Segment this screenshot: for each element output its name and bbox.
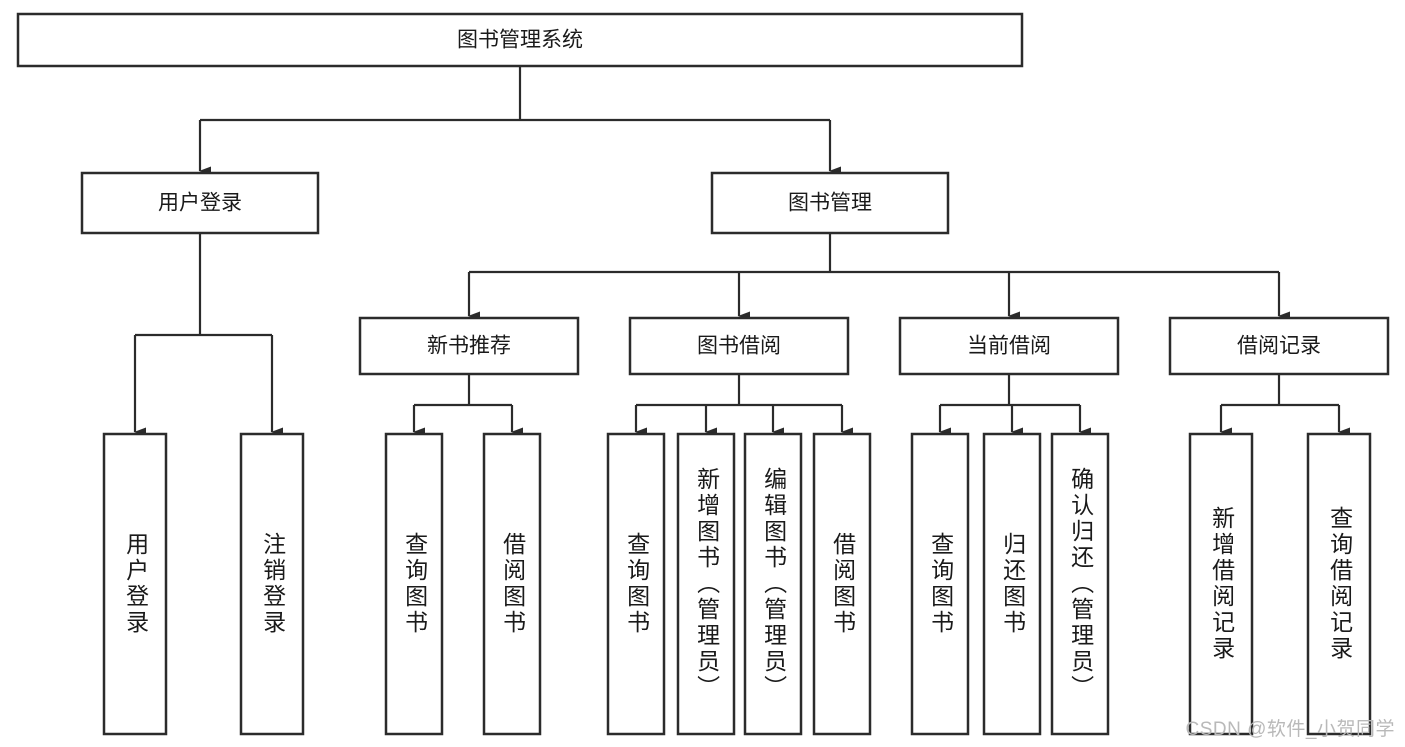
level2-label-2: 当前借阅 <box>967 335 1051 358</box>
leaf-box-9[interactable] <box>982 432 1042 736</box>
level2-box-0[interactable] <box>358 316 580 376</box>
leaf-box-7[interactable] <box>812 432 872 736</box>
root-label: 图书管理系统 <box>457 29 583 52</box>
level2-box-2[interactable] <box>898 316 1120 376</box>
leaf-box-2[interactable] <box>384 432 444 736</box>
connector-layer <box>133 66 1350 437</box>
leaf-box-6[interactable] <box>743 432 803 736</box>
leaf-box-3[interactable] <box>482 432 542 736</box>
level2-label-1: 图书借阅 <box>697 335 781 358</box>
watermark-text: CSDN @软件_小贺同学 <box>1185 719 1395 740</box>
level1-box-1[interactable] <box>710 171 950 235</box>
leaf-box-12[interactable] <box>1306 432 1372 736</box>
leaf-box-8[interactable] <box>910 432 970 736</box>
leaf-box-4[interactable] <box>606 432 666 736</box>
level2-box-1[interactable] <box>628 316 850 376</box>
leaf-box-1[interactable] <box>239 432 305 736</box>
leaf-box-5[interactable] <box>676 432 736 736</box>
level2-label-3: 借阅记录 <box>1237 335 1321 358</box>
level1-label-1: 图书管理 <box>788 192 872 215</box>
box-layer <box>16 12 1390 736</box>
leaf-box-0[interactable] <box>102 432 168 736</box>
level2-box-3[interactable] <box>1168 316 1390 376</box>
level2-label-0: 新书推荐 <box>427 335 511 358</box>
leaf-box-10[interactable] <box>1050 432 1110 736</box>
level1-box-0[interactable] <box>80 171 320 235</box>
root-box[interactable] <box>16 12 1024 68</box>
leaf-box-11[interactable] <box>1188 432 1254 736</box>
level1-label-0: 用户登录 <box>158 192 242 215</box>
